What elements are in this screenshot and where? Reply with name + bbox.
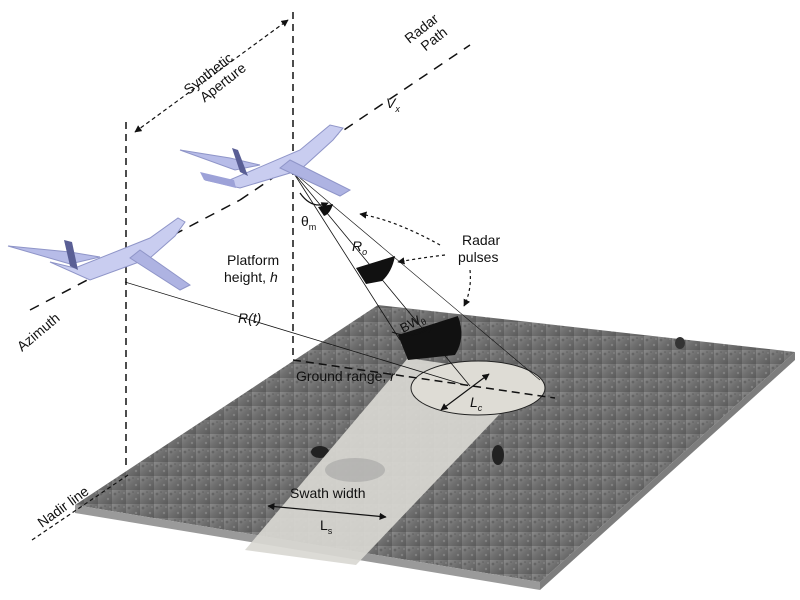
azimuth-line (29, 199, 241, 311)
swath-shadow (325, 458, 385, 482)
swath-width-arrow (267, 503, 387, 520)
label-ro: Ro (352, 238, 367, 257)
lc-arrow (440, 373, 490, 411)
label-ground-range: Ground range, r (296, 368, 396, 384)
label-rt: R(t) (238, 310, 261, 326)
range-line-rt (124, 281, 466, 386)
label-radar-pulses-1: Radar (462, 232, 500, 248)
synthetic-aperture-arrow (134, 19, 289, 133)
aircraft-upper (179, 124, 352, 197)
label-azimuth: Azimuth (14, 310, 63, 355)
label-height: height, h (224, 269, 278, 285)
aircraft-lower (7, 217, 191, 291)
label-lc: Lc (470, 394, 483, 413)
dimension-arrows (134, 19, 490, 520)
nadir-line (31, 474, 129, 541)
label-radar-pulses-2: pulses (458, 249, 498, 265)
label-vx: Vx (386, 95, 400, 114)
label-ls: Ls (320, 517, 333, 536)
label-swath-width: Swath width (290, 485, 365, 501)
ground-range-line (292, 359, 556, 399)
label-theta-m: θm (301, 213, 316, 232)
label-platform: Platform (227, 252, 279, 268)
